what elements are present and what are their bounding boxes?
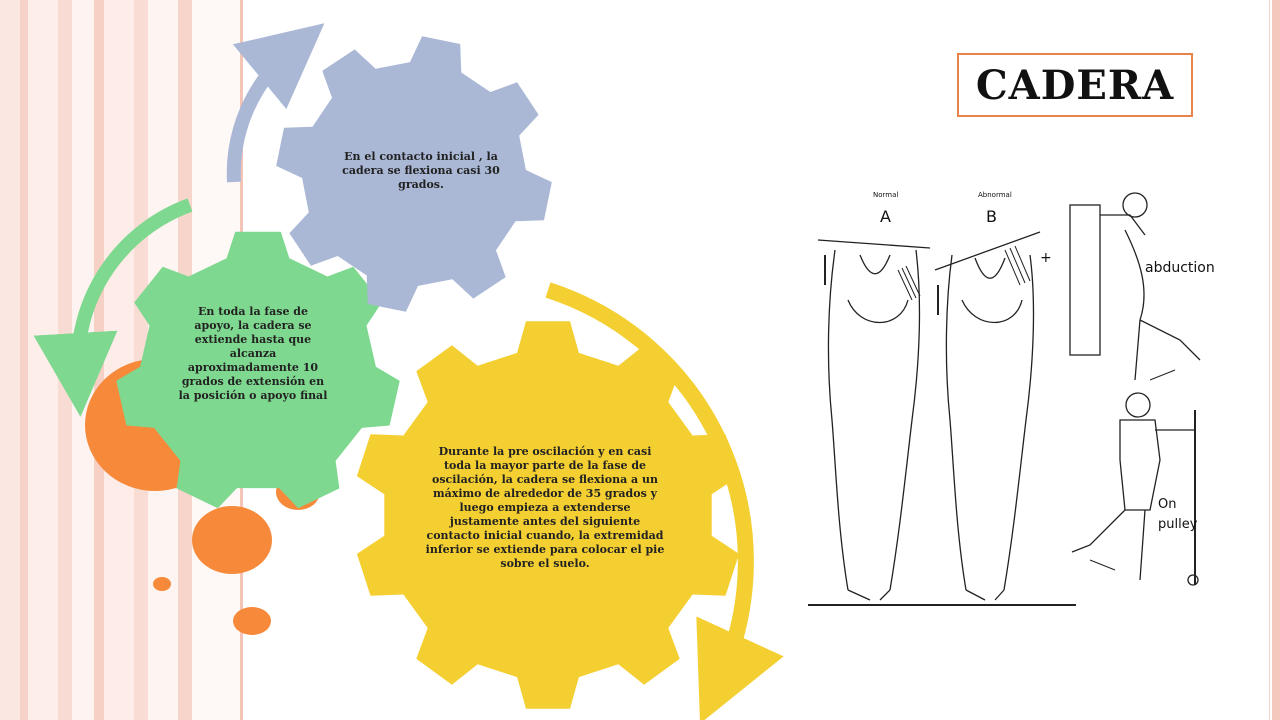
label-normal: Normal — [873, 191, 898, 199]
sidebar-stripe — [0, 0, 20, 720]
label-b: B — [986, 207, 997, 226]
gear-top — [276, 36, 552, 312]
gear-bottom — [356, 321, 740, 709]
illustration-labels: Normal A Abnormal B + abduction On pulle… — [873, 191, 1215, 532]
bubble-dot — [153, 577, 171, 591]
right-edge-line — [1269, 0, 1270, 720]
sidebar-stripe — [20, 0, 28, 720]
slide-title: CADERA — [975, 62, 1175, 109]
right-edge-stripe — [1272, 0, 1280, 720]
label-on: On — [1158, 497, 1176, 512]
gear-left — [116, 231, 400, 509]
label-pulley: pulley — [1158, 517, 1198, 532]
hip-illustration — [808, 192, 1201, 606]
gear-top-text: En el contacto inicial , la cadera se fl… — [342, 150, 500, 191]
label-abduction: abduction — [1145, 260, 1215, 276]
arrow-green — [33, 198, 193, 417]
label-abnormal: Abnormal — [978, 191, 1012, 199]
label-plus: + — [1040, 250, 1052, 266]
label-a: A — [880, 207, 891, 226]
arrow-blue — [226, 23, 325, 183]
gear-left-text: En toda la fase de apoyo, la cadera se e… — [178, 305, 328, 402]
bubble-tiny — [233, 607, 271, 635]
bubble-medium — [192, 506, 272, 574]
sidebar-stripe — [134, 0, 148, 720]
title-box: CADERA — [957, 53, 1193, 117]
gear-bottom-text: Durante la pre oscilación y en casi toda… — [425, 445, 665, 570]
